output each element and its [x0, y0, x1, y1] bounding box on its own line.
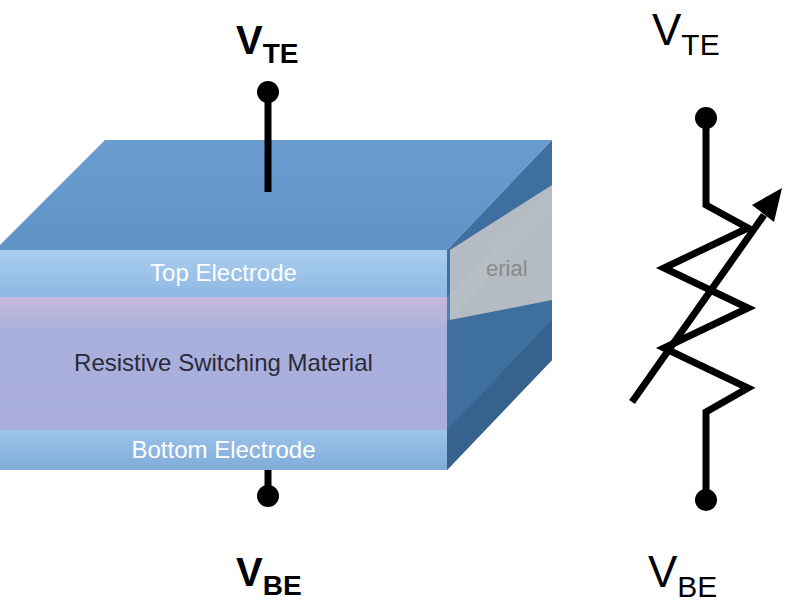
terminal-subscript: BE	[677, 572, 717, 602]
side-bottom	[447, 320, 552, 470]
terminal-dot	[695, 489, 717, 511]
terminal-dot	[695, 107, 717, 129]
ghost-panel	[450, 185, 552, 320]
terminal-name: V	[648, 550, 677, 594]
terminal-subscript: TE	[681, 30, 719, 60]
layer-label: Bottom Electrode	[131, 437, 315, 463]
bottom-electrode-layer: Bottom Electrode	[0, 430, 447, 470]
layer-label: Resistive Switching Material	[74, 350, 373, 376]
resistor-symbol	[664, 118, 748, 500]
terminal-subscript: TE	[263, 40, 299, 68]
ghost-text: erial	[486, 258, 528, 280]
terminal-name: V	[652, 8, 681, 52]
terminal-dot	[257, 81, 279, 103]
variable-arrow	[632, 215, 764, 402]
terminal-name: V	[236, 552, 263, 592]
terminal-dot	[257, 485, 279, 507]
terminal-subscript: BE	[263, 572, 302, 600]
top-wire	[265, 92, 272, 192]
terminal-name: V	[236, 20, 263, 60]
top-electrode-layer: Top Electrode	[0, 250, 447, 297]
side-face	[447, 140, 552, 470]
layer-label: Top Electrode	[150, 260, 297, 286]
switching-layer: Resistive Switching Material	[0, 297, 447, 430]
arrow-head	[752, 188, 782, 222]
